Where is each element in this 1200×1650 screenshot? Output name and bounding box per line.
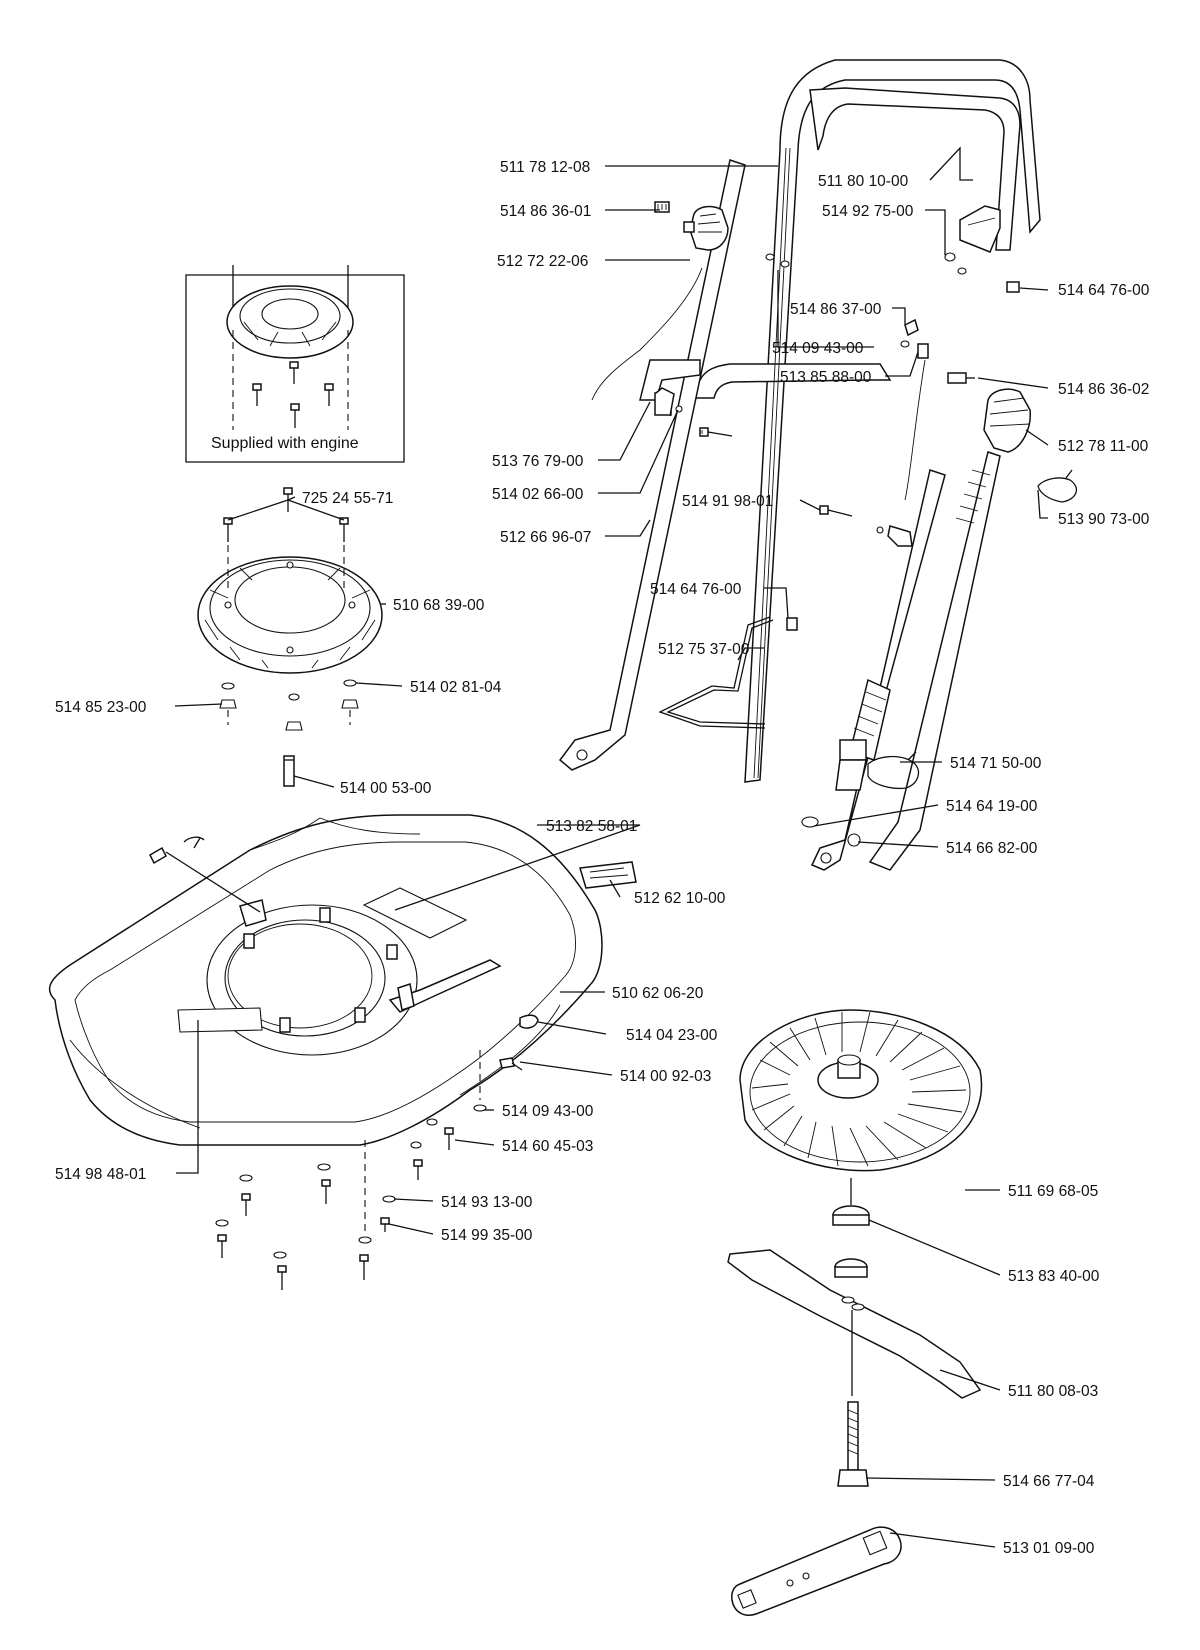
label-knob-left: 512 72 22-06 bbox=[497, 253, 588, 270]
label-washer-bottom: 514 93 13-00 bbox=[441, 1194, 533, 1211]
label-washer-wedge: 514 02 66-00 bbox=[492, 486, 584, 503]
lower-handle bbox=[558, 159, 946, 871]
label-handle-upper: 511 78 12-08 bbox=[500, 159, 590, 176]
ring-washers-nuts bbox=[219, 545, 359, 731]
label-screw-bottom: 514 99 35-00 bbox=[441, 1227, 533, 1244]
cable-tie-lower bbox=[867, 751, 920, 790]
hood-screws bbox=[215, 1050, 487, 1290]
cable-tie-upper bbox=[1037, 469, 1078, 503]
label-cap-mid: 514 64 76-00 bbox=[650, 581, 742, 598]
label-cable-clip: 513 85 88-00 bbox=[780, 369, 872, 386]
blade-bolt bbox=[837, 1310, 869, 1487]
decal-top bbox=[362, 887, 468, 939]
knob-right bbox=[835, 372, 1031, 871]
hood-hardware bbox=[149, 836, 539, 1071]
inset-screws bbox=[232, 330, 349, 430]
stand-wire bbox=[658, 616, 774, 729]
label-bushing: 514 66 82-00 bbox=[946, 840, 1038, 857]
label-spacer: 514 64 19-00 bbox=[946, 798, 1038, 815]
label-cable-tie-lower: 514 71 50-00 bbox=[950, 755, 1042, 772]
ring-bolts bbox=[223, 487, 349, 542]
fan bbox=[739, 1009, 983, 1172]
handle-grip-bar bbox=[959, 205, 1001, 253]
label-blade: 511 80 08-03 bbox=[1008, 1383, 1098, 1400]
inset-engine-plate bbox=[226, 285, 354, 359]
label-screw-lower: 514 91 98-01 bbox=[682, 493, 773, 510]
label-cap-top: 514 64 76-00 bbox=[1058, 282, 1150, 299]
label-handle-cover: 512 62 10-00 bbox=[634, 890, 726, 907]
spanner bbox=[731, 1526, 902, 1616]
label-washer-hood: 514 09 43-00 bbox=[502, 1103, 594, 1120]
label-knob-right: 512 78 11-00 bbox=[1058, 438, 1149, 455]
label-decal-left: 514 98 48-01 bbox=[55, 1166, 146, 1183]
label-hood: 510 62 06-20 bbox=[612, 985, 704, 1002]
engine-ring bbox=[197, 556, 383, 674]
label-wedge: 513 76 79-00 bbox=[492, 453, 584, 470]
leader-lines bbox=[174, 146, 1049, 1548]
label-screw-knob-left: 514 86 36-01 bbox=[500, 203, 591, 220]
label-washer-handle: 514 09 43-00 bbox=[772, 340, 864, 357]
label-washer-top: 514 92 75-00 bbox=[822, 203, 914, 220]
label-fan: 511 69 68-05 bbox=[1008, 1183, 1098, 1200]
label-engine-ring: 510 68 39-00 bbox=[393, 597, 485, 614]
blade bbox=[727, 1249, 982, 1399]
label-spanner: 513 01 09-00 bbox=[1003, 1540, 1095, 1557]
label-clip: 514 04 23-00 bbox=[626, 1027, 718, 1044]
label-pin: 514 00 92-03 bbox=[620, 1068, 711, 1085]
knob-left bbox=[591, 201, 729, 401]
label-bolt-ring: 725 24 55-71 bbox=[302, 490, 393, 507]
label-blade-hub: 513 83 40-00 bbox=[1008, 1268, 1100, 1285]
hood-bracket bbox=[388, 959, 502, 1013]
label-nut-handle: 514 86 37-00 bbox=[790, 301, 882, 318]
label-washer-ring: 514 02 81-04 bbox=[410, 679, 502, 696]
handle-small-parts bbox=[654, 252, 1020, 847]
label-screw-knob-right: 514 86 36-02 bbox=[1058, 381, 1149, 398]
label-screw-hood: 514 60 45-03 bbox=[502, 1138, 593, 1155]
handle-cover bbox=[579, 861, 637, 889]
blade-hub bbox=[832, 1178, 870, 1278]
label-decal-top: 513 82 58-01 bbox=[546, 818, 637, 835]
label-nut-ring: 514 85 23-00 bbox=[55, 699, 147, 716]
inset-caption: Supplied with engine bbox=[211, 435, 359, 452]
label-handle-lower: 512 66 96-07 bbox=[500, 529, 591, 546]
spacer-block bbox=[283, 755, 295, 787]
label-spacer-block: 514 00 53-00 bbox=[340, 780, 432, 797]
label-blade-bolt: 514 66 77-04 bbox=[1003, 1473, 1095, 1490]
label-stand-wire: 512 75 37-00 bbox=[658, 641, 750, 658]
upper-handle bbox=[688, 59, 1041, 783]
decal-left bbox=[177, 1007, 263, 1033]
label-handle-grip: 511 80 10-00 bbox=[818, 173, 909, 190]
label-cable-tie-upper: 513 90 73-00 bbox=[1058, 511, 1150, 528]
part-labels: 511 78 12-08 514 86 36-01 512 72 22-06 5… bbox=[55, 159, 1150, 1557]
